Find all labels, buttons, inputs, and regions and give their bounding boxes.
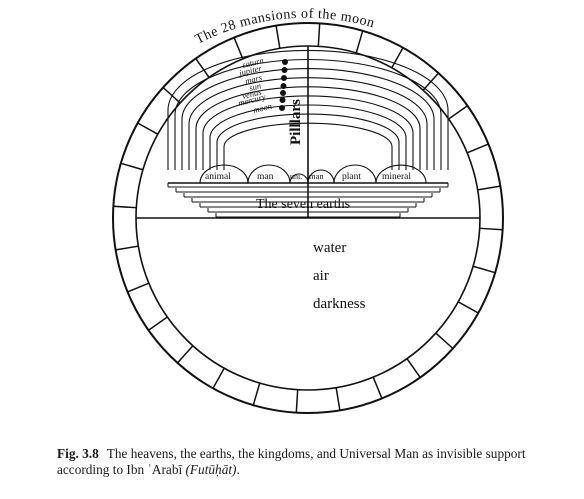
mansion-divider	[127, 282, 150, 293]
label-water: water	[313, 240, 346, 256]
kingdom-label-plant: plant	[342, 172, 361, 182]
kingdom-label-animal: animal	[205, 172, 231, 182]
mansion-divider	[479, 227, 503, 231]
planet-label-venus: venus	[241, 86, 263, 101]
mansion-divider	[466, 143, 489, 154]
planet-label-sun: sun	[248, 80, 262, 93]
mansion-divider	[113, 205, 137, 209]
mansion-divider	[115, 245, 139, 251]
mansion-divider	[233, 37, 244, 60]
kingdom-label-man: man	[257, 172, 274, 182]
mansion-divider	[391, 47, 404, 69]
planet-dot	[281, 75, 287, 81]
label-air: air	[313, 268, 329, 284]
planet-dot	[282, 59, 288, 65]
kingdom-label-mineral: mineral	[382, 172, 411, 182]
mansion-divider	[355, 30, 364, 54]
mansion-divider	[317, 23, 321, 47]
lunar-mansions	[113, 23, 503, 413]
planet-dot	[279, 105, 285, 111]
outer-ring	[112, 22, 504, 414]
mansion-divider	[162, 86, 181, 104]
planet-dot	[280, 83, 287, 89]
caption-end: .	[236, 462, 240, 477]
mansion-divider	[252, 382, 261, 406]
planet-label-mars: mars	[244, 72, 264, 86]
kingdom-arc	[289, 173, 309, 184]
mansion-divider	[120, 162, 144, 171]
mansion-divider	[195, 58, 210, 78]
figure-number: Fig. 3.8	[57, 446, 99, 461]
planet-label-moon: moon	[252, 101, 273, 115]
mansion-divider	[176, 345, 194, 364]
mansion-divider	[435, 332, 454, 350]
planet-dots	[279, 59, 288, 111]
cosmology-diagram: The 28 mansions of the moon saturn jupit…	[112, 7, 504, 414]
kingdom-label-uni: uni.	[290, 172, 302, 181]
mansion-divider	[148, 316, 168, 331]
label-darkness: darkness	[313, 296, 366, 312]
mansion-divider	[137, 122, 159, 135]
kingdom-arc	[307, 169, 335, 184]
planet-dot	[281, 67, 288, 73]
kingdom-label-man-2: man	[309, 171, 324, 181]
mansion-divider	[212, 367, 225, 389]
kingdom-arcs	[199, 164, 427, 184]
mansion-divider	[406, 358, 421, 378]
earths-label: The seven earths	[256, 197, 350, 212]
kingdom-arc	[247, 164, 291, 184]
caption-source: (Futūḥāt)	[185, 462, 237, 477]
kingdom-arc	[375, 164, 427, 184]
mansion-divider	[295, 389, 299, 413]
mansion-divider	[477, 185, 501, 191]
mansion-divider	[472, 265, 496, 274]
caption-text: The heavens, the earths, the kingdoms, a…	[57, 446, 526, 477]
mansion-divider	[372, 376, 383, 399]
planet-dot	[280, 90, 286, 96]
mansion-divider	[275, 25, 281, 49]
pillars-label: Pilllars	[288, 99, 304, 145]
mansion-divider	[448, 105, 468, 120]
kingdom-arc	[333, 164, 377, 184]
mansion-divider	[335, 387, 341, 411]
mansion-divider	[457, 301, 479, 314]
kingdom-arc	[199, 164, 249, 184]
planet-dot	[279, 97, 286, 103]
